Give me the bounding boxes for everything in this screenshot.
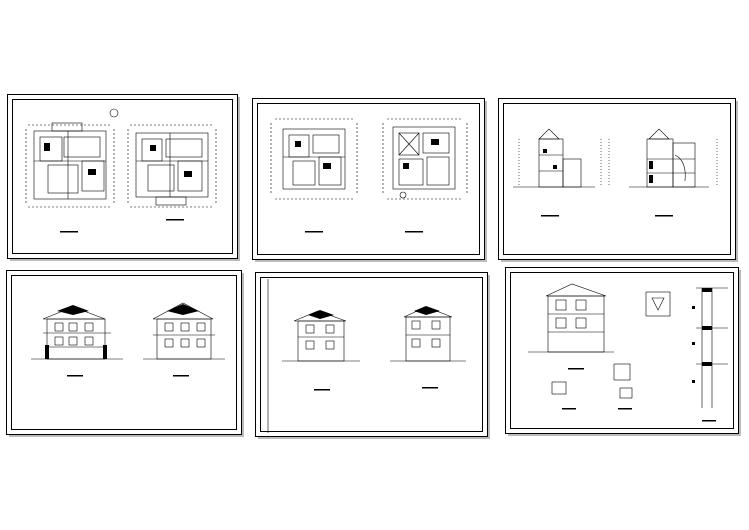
plan-drawings: [25, 108, 217, 233]
drawing-sheet-4[interactable]: [6, 270, 242, 435]
section-detail-drawings: [528, 283, 728, 422]
sheet-border: [260, 277, 483, 432]
drawing-sheet-5[interactable]: [255, 272, 488, 437]
section-drawings: [513, 128, 718, 217]
drawing-sheet-2[interactable]: [252, 98, 485, 260]
drawing-sheet-3[interactable]: [498, 98, 736, 260]
sheet-border: [510, 272, 734, 429]
elevation-drawings: [267, 279, 466, 433]
drawing-sheet-6[interactable]: [505, 267, 739, 434]
drawing-sheet-1[interactable]: [7, 94, 238, 259]
sheet-border: [11, 275, 237, 430]
elevation-drawings: [31, 302, 225, 377]
plan-drawings: [270, 118, 468, 233]
sheet-border: [12, 99, 233, 254]
sheet-border: [503, 103, 731, 255]
sheet-border: [257, 103, 480, 255]
